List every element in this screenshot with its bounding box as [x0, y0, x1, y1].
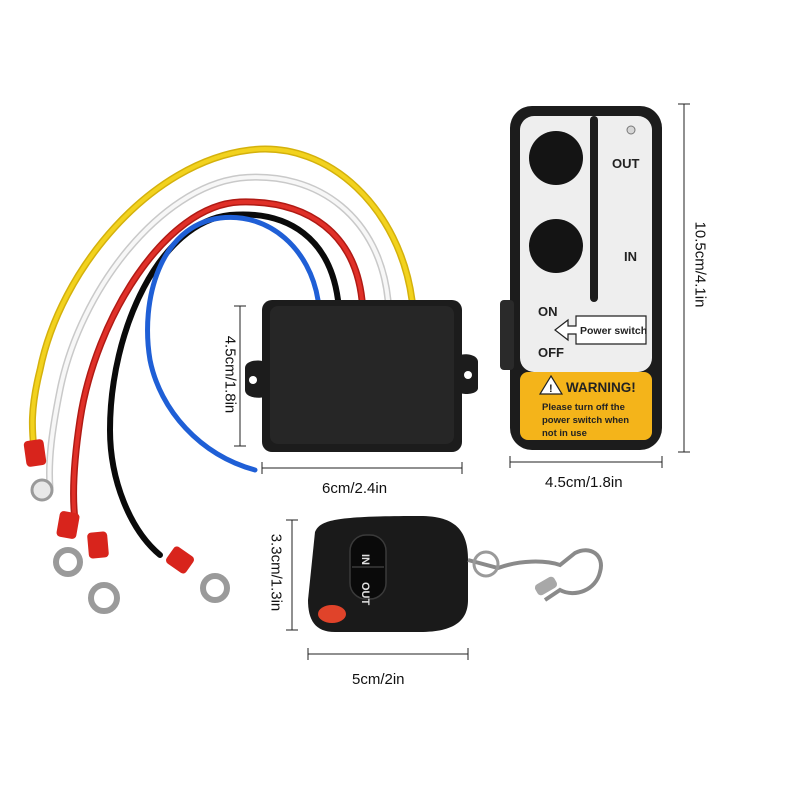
- keychain: [467, 548, 603, 602]
- key-fob-remote: [308, 516, 603, 632]
- wire-harness: [28, 145, 416, 558]
- led-indicator: [626, 125, 636, 135]
- warning-line-3: not in use: [542, 428, 587, 439]
- ring-terminals: [23, 439, 230, 614]
- in-button: [529, 219, 583, 273]
- remote-width-label: 4.5cm/1.8in: [545, 474, 623, 491]
- receiver-height-label: 4.5cm/1.8in: [221, 335, 239, 414]
- warning-title: WARNING!: [566, 380, 636, 395]
- power-switch-callout: Power switch: [554, 315, 647, 345]
- fob-width-label: 5cm/2in: [352, 671, 405, 688]
- remote-height-label: 10.5cm/4.1in: [691, 221, 709, 308]
- warning-triangle-icon: [538, 374, 564, 395]
- fob-out-label: OUT: [359, 582, 371, 606]
- receiver-module: [245, 300, 478, 452]
- wire-black: [106, 211, 341, 558]
- receiver-width-label: 6cm/2.4in: [322, 480, 388, 497]
- out-button: [529, 131, 583, 185]
- wire-white-inner: [47, 175, 390, 490]
- wire-yellow-inner: [30, 147, 414, 452]
- handheld-remote: [500, 106, 662, 450]
- warning-line-1: Please turn off the: [542, 402, 625, 413]
- wire-blue: [145, 214, 321, 473]
- wire-red-inner: [71, 199, 364, 522]
- warning-line-2: power switch when: [542, 415, 629, 426]
- out-label: OUT: [612, 156, 640, 171]
- warning-panel: ! WARNING! Please turn off the power swi…: [538, 374, 636, 439]
- in-label: IN: [624, 249, 637, 264]
- on-label: ON: [538, 304, 558, 319]
- svg-text:!: !: [549, 383, 553, 395]
- fob-height-label: 3.3cm/1.3in: [267, 533, 285, 612]
- off-label: OFF: [538, 345, 564, 360]
- fob-led: [318, 605, 346, 623]
- fob-in-label: IN: [359, 554, 371, 565]
- power-switch-label: Power switch: [580, 325, 647, 337]
- dimension-lines: [234, 103, 690, 660]
